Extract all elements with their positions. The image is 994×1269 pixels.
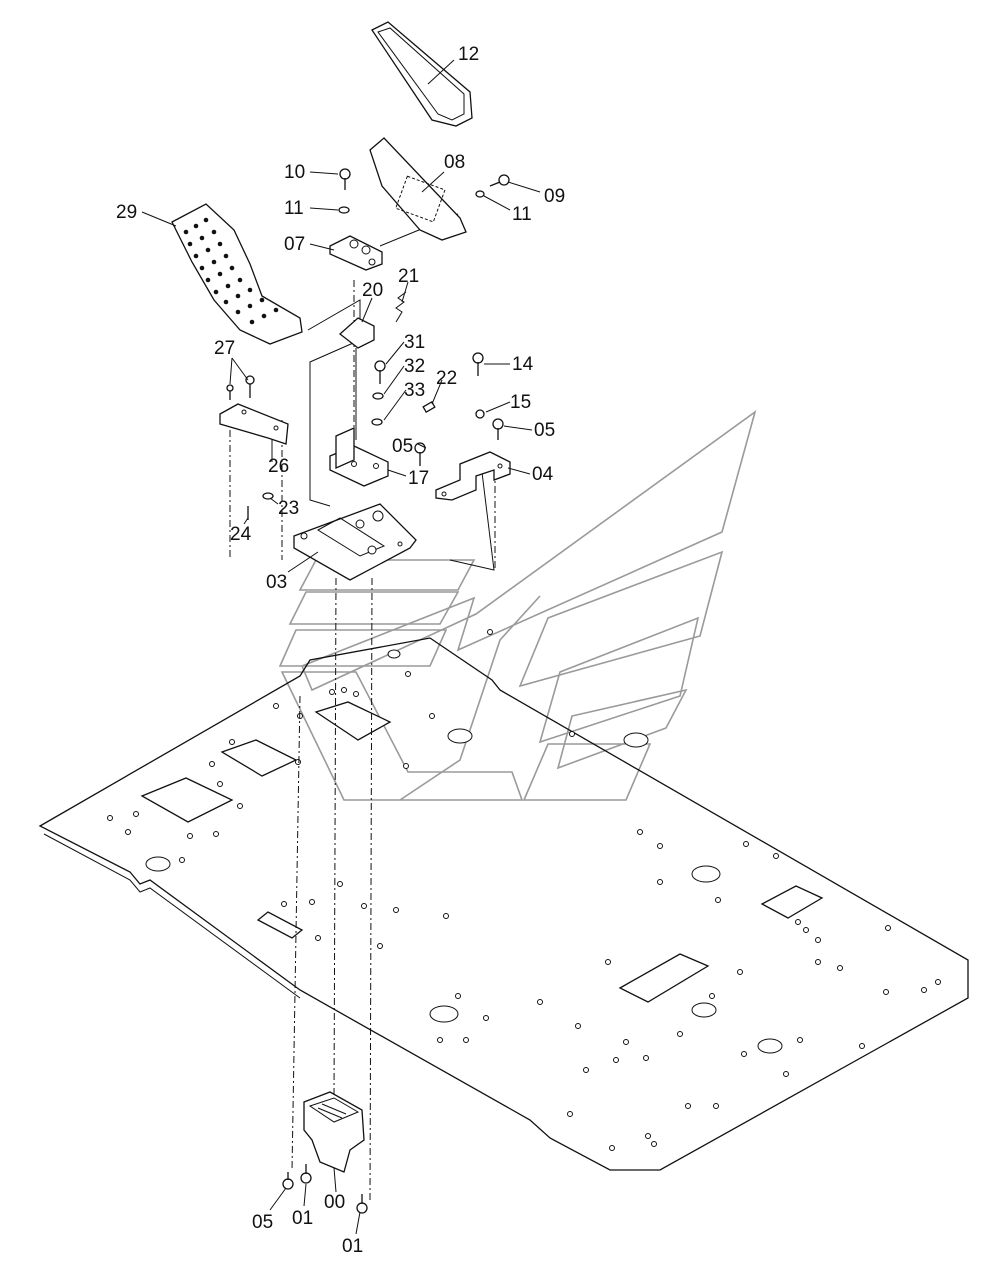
washer-11b — [475, 190, 485, 198]
part-26-bracket — [219, 403, 289, 445]
label-part-01-left: 01 — [292, 1208, 313, 1229]
watermark-logo — [278, 410, 757, 801]
label-part-11-left: 11 — [284, 198, 304, 219]
label-part-12: 12 — [458, 44, 479, 65]
label-part-03: 03 — [266, 572, 287, 593]
washer-23 — [262, 492, 274, 500]
floor-plate — [38, 629, 969, 1171]
label-part-17: 17 — [408, 468, 429, 489]
fasteners — [226, 168, 510, 1214]
nut-15 — [475, 409, 485, 419]
label-part-31: 31 — [404, 332, 425, 353]
label-part-05-right: 05 — [534, 420, 555, 441]
part-21-spring — [395, 291, 407, 323]
washer-33 — [371, 418, 383, 426]
label-part-01-right: 01 — [342, 1236, 363, 1257]
label-part-09: 09 — [544, 186, 565, 207]
part-12-pad — [371, 21, 473, 127]
part-08-pedal-cover — [369, 137, 467, 241]
bolt-14 — [472, 352, 484, 376]
label-part-26: 26 — [268, 456, 289, 477]
bolt-05b — [492, 418, 504, 440]
label-part-29: 29 — [116, 202, 137, 223]
label-part-08: 08 — [444, 152, 465, 173]
label-part-23: 23 — [278, 498, 299, 519]
label-part-05-mid: 05 — [392, 436, 413, 457]
label-part-27: 27 — [214, 338, 235, 359]
part-29-pedal — [171, 203, 303, 345]
washer-32 — [372, 392, 384, 400]
bolt-05c — [282, 1172, 294, 1190]
label-part-04: 04 — [532, 464, 554, 485]
part-20-lever — [338, 317, 375, 440]
leader-lines — [141, 59, 541, 1235]
pin-22 — [422, 401, 436, 413]
part-04-bracket — [435, 451, 511, 501]
label-part-14: 14 — [512, 354, 534, 375]
label-part-32: 32 — [404, 356, 425, 377]
part-03-plate — [293, 503, 417, 581]
bolt-01b — [356, 1194, 368, 1214]
label-part-22: 22 — [436, 368, 457, 389]
label-part-10: 10 — [284, 162, 305, 183]
bolt-01a — [300, 1164, 312, 1184]
label-part-11-right: 11 — [512, 204, 532, 225]
label-part-20: 20 — [362, 280, 383, 301]
bolt-27 — [226, 375, 255, 400]
bolt-10 — [339, 168, 351, 190]
label-part-00: 00 — [324, 1192, 345, 1213]
label-part-05-bottom: 05 — [252, 1212, 273, 1233]
part-labels: 12 08 09 11 11 10 07 29 21 20 31 32 33 2… — [116, 44, 565, 1257]
label-part-33: 33 — [404, 380, 425, 401]
label-part-24: 24 — [230, 524, 252, 545]
part-17-switch-base — [329, 426, 389, 487]
washer-11a — [338, 206, 350, 214]
label-part-21: 21 — [398, 266, 419, 287]
part-00-switch — [303, 1091, 365, 1173]
label-part-07: 07 — [284, 234, 305, 255]
bolt-31 — [374, 360, 386, 384]
label-part-15: 15 — [510, 392, 531, 413]
part-07-bracket — [329, 235, 383, 271]
bolt-09 — [489, 174, 510, 187]
